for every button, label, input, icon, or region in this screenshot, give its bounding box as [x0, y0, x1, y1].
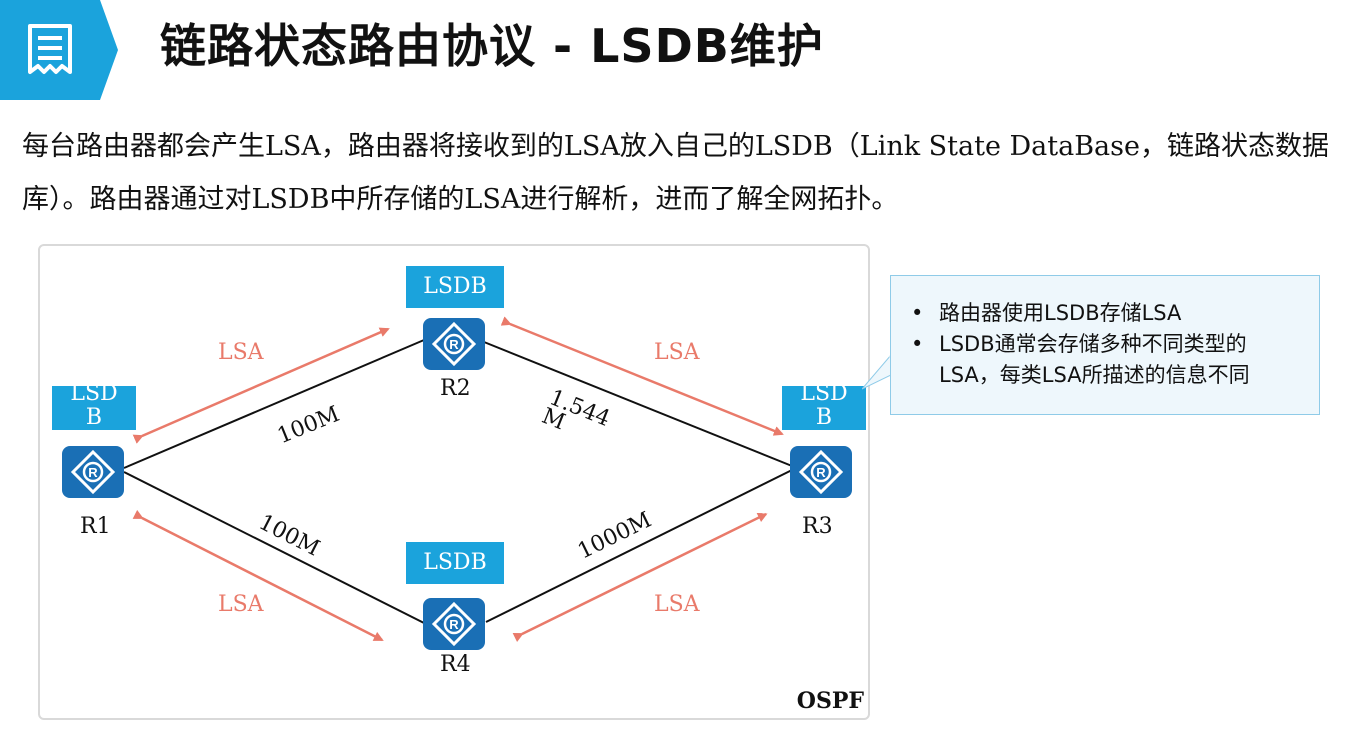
link-r1-r2	[123, 339, 425, 469]
topology-lines	[123, 316, 793, 643]
router-icon: R	[62, 446, 124, 498]
lsdb-tag-r1: LSD B	[52, 386, 136, 430]
router-icon: R	[423, 318, 485, 370]
document-icon	[28, 24, 72, 74]
lsdb-tag-label-line2: B	[815, 405, 833, 430]
svg-text:R: R	[88, 465, 98, 480]
ospf-topology-diagram: LSDB LSDB LSD B LSD B R R R	[38, 244, 870, 720]
router-icon: R	[790, 446, 852, 498]
bullet-icon: •	[911, 301, 924, 325]
ospf-area-label: OSPF	[796, 688, 864, 714]
callout-item: • LSDB通常会存储多种不同类型的LSA，每类LSA所描述的信息不同	[905, 329, 1305, 391]
lsa-label-r1-r4: LSA	[218, 592, 264, 617]
callout-pointer	[862, 355, 892, 390]
lsa-label-r4-r3: LSA	[654, 592, 700, 617]
callout-list: • 路由器使用LSDB存储LSA • LSDB通常会存储多种不同类型的LSA，每类L…	[905, 298, 1305, 391]
link-r1-r4	[123, 471, 427, 625]
router-r2: R	[423, 318, 485, 370]
link-r2-r3	[483, 341, 793, 467]
lsa-arrow-r1-r2	[132, 327, 390, 444]
lsa-label-r1-r2: LSA	[218, 340, 264, 365]
lsdb-tag-label-line1: LSD	[800, 386, 848, 406]
callout-item: • 路由器使用LSDB存储LSA	[905, 298, 1305, 329]
svg-text:R: R	[449, 337, 459, 352]
router-r3: R	[790, 446, 852, 498]
lsdb-tag-label-line1: LSD	[70, 386, 118, 406]
router-label-r4: R4	[440, 652, 471, 677]
router-r4: R	[423, 598, 485, 650]
lsdb-tag-label: LSDB	[423, 550, 487, 575]
callout-item-text: 路由器使用LSDB存储LSA	[939, 301, 1182, 325]
svg-text:R: R	[449, 617, 459, 632]
lsdb-tag-r2: LSDB	[406, 266, 504, 308]
link-r4-r3	[485, 469, 793, 623]
router-label-r2: R2	[440, 376, 471, 401]
lsa-arrow-r4-r3	[512, 512, 768, 643]
lsa-arrow-r1-r4	[132, 509, 384, 642]
bullet-icon: •	[911, 332, 924, 356]
header-banner	[0, 0, 130, 100]
intro-paragraph: 每台路由器都会产生LSA，路由器将接收到的LSA放入自己的LSDB（Link S…	[22, 131, 1329, 215]
router-label-r3: R3	[802, 514, 833, 539]
lsdb-tag-r3: LSD B	[782, 386, 866, 430]
callout-item-text: LSDB通常会存储多种不同类型的LSA，每类LSA所描述的信息不同	[939, 332, 1250, 387]
router-label-r1: R1	[80, 514, 111, 539]
lsdb-tag-label: LSDB	[423, 274, 487, 299]
lsa-label-r2-r3: LSA	[654, 340, 700, 365]
lsdb-tag-r4: LSDB	[406, 542, 504, 584]
router-r1: R	[62, 446, 124, 498]
router-icon: R	[423, 598, 485, 650]
page-title: 链路状态路由协议 - LSDB维护	[160, 19, 824, 73]
lsa-arrow-r2-r3	[500, 316, 784, 436]
lsdb-tag-label-line2: B	[85, 405, 103, 430]
info-callout: • 路由器使用LSDB存储LSA • LSDB通常会存储多种不同类型的LSA，每类L…	[890, 275, 1320, 415]
svg-text:R: R	[816, 465, 826, 480]
